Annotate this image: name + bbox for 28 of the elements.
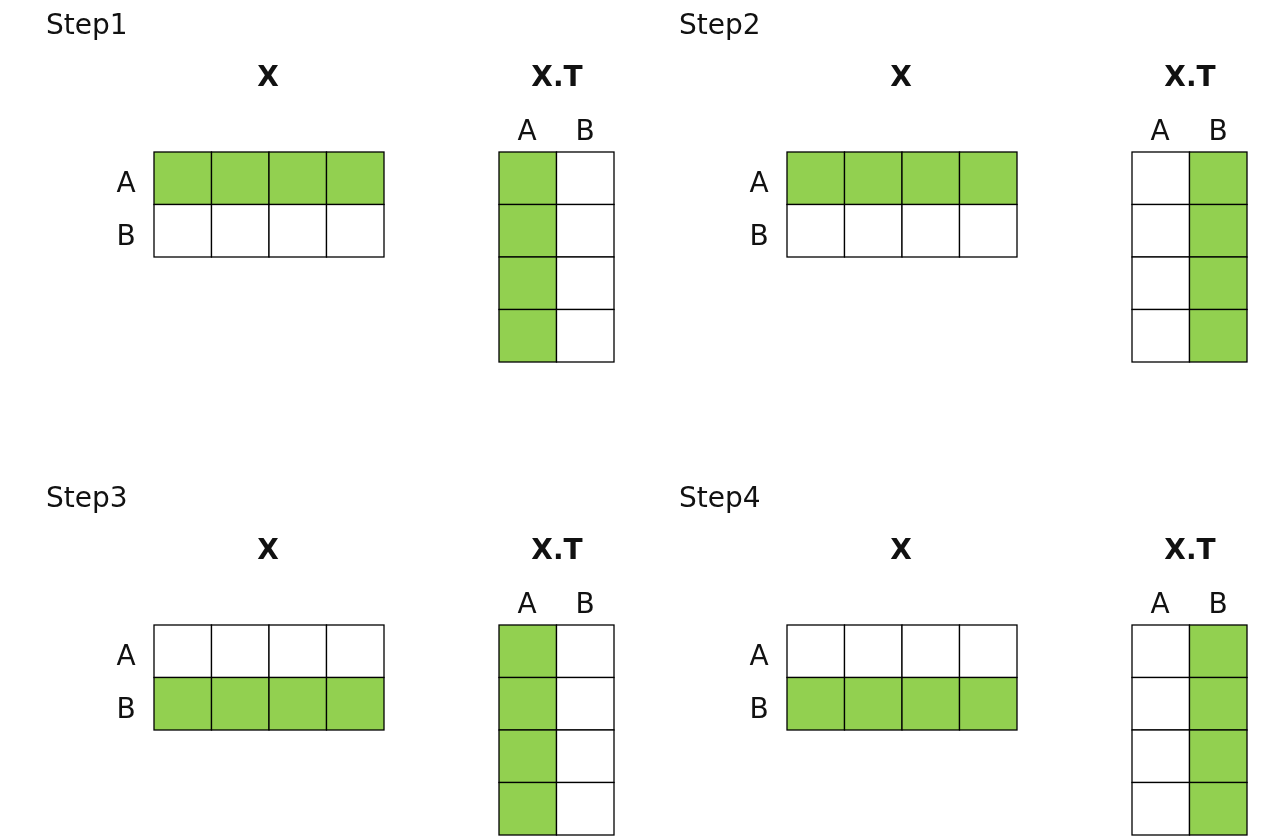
column-label: A (1150, 117, 1170, 145)
row-label: A (749, 169, 769, 197)
column-label: A (517, 590, 537, 618)
step-title: Step2 (679, 11, 761, 39)
row-label: B (749, 695, 769, 723)
matrix-title: X (257, 536, 279, 564)
column-label: B (575, 117, 595, 145)
matrix-title: X (890, 536, 912, 564)
row-label: A (116, 169, 136, 197)
column-label: B (1208, 117, 1228, 145)
row-label: A (116, 642, 136, 670)
column-label: A (517, 117, 537, 145)
row-label: B (116, 695, 136, 723)
matrix-title: X.T (1164, 536, 1216, 564)
row-label: B (116, 222, 136, 250)
matrix-title: X (890, 63, 912, 91)
column-label: B (575, 590, 595, 618)
matrix-title: X (257, 63, 279, 91)
matrix-title: X.T (531, 536, 583, 564)
matrix-title: X.T (531, 63, 583, 91)
row-label: B (749, 222, 769, 250)
step-title: Step1 (46, 11, 128, 39)
column-label: B (1208, 590, 1228, 618)
step-title: Step4 (679, 484, 761, 512)
step-title: Step3 (46, 484, 128, 512)
matrix-title: X.T (1164, 63, 1216, 91)
column-label: A (1150, 590, 1170, 618)
row-label: A (749, 642, 769, 670)
